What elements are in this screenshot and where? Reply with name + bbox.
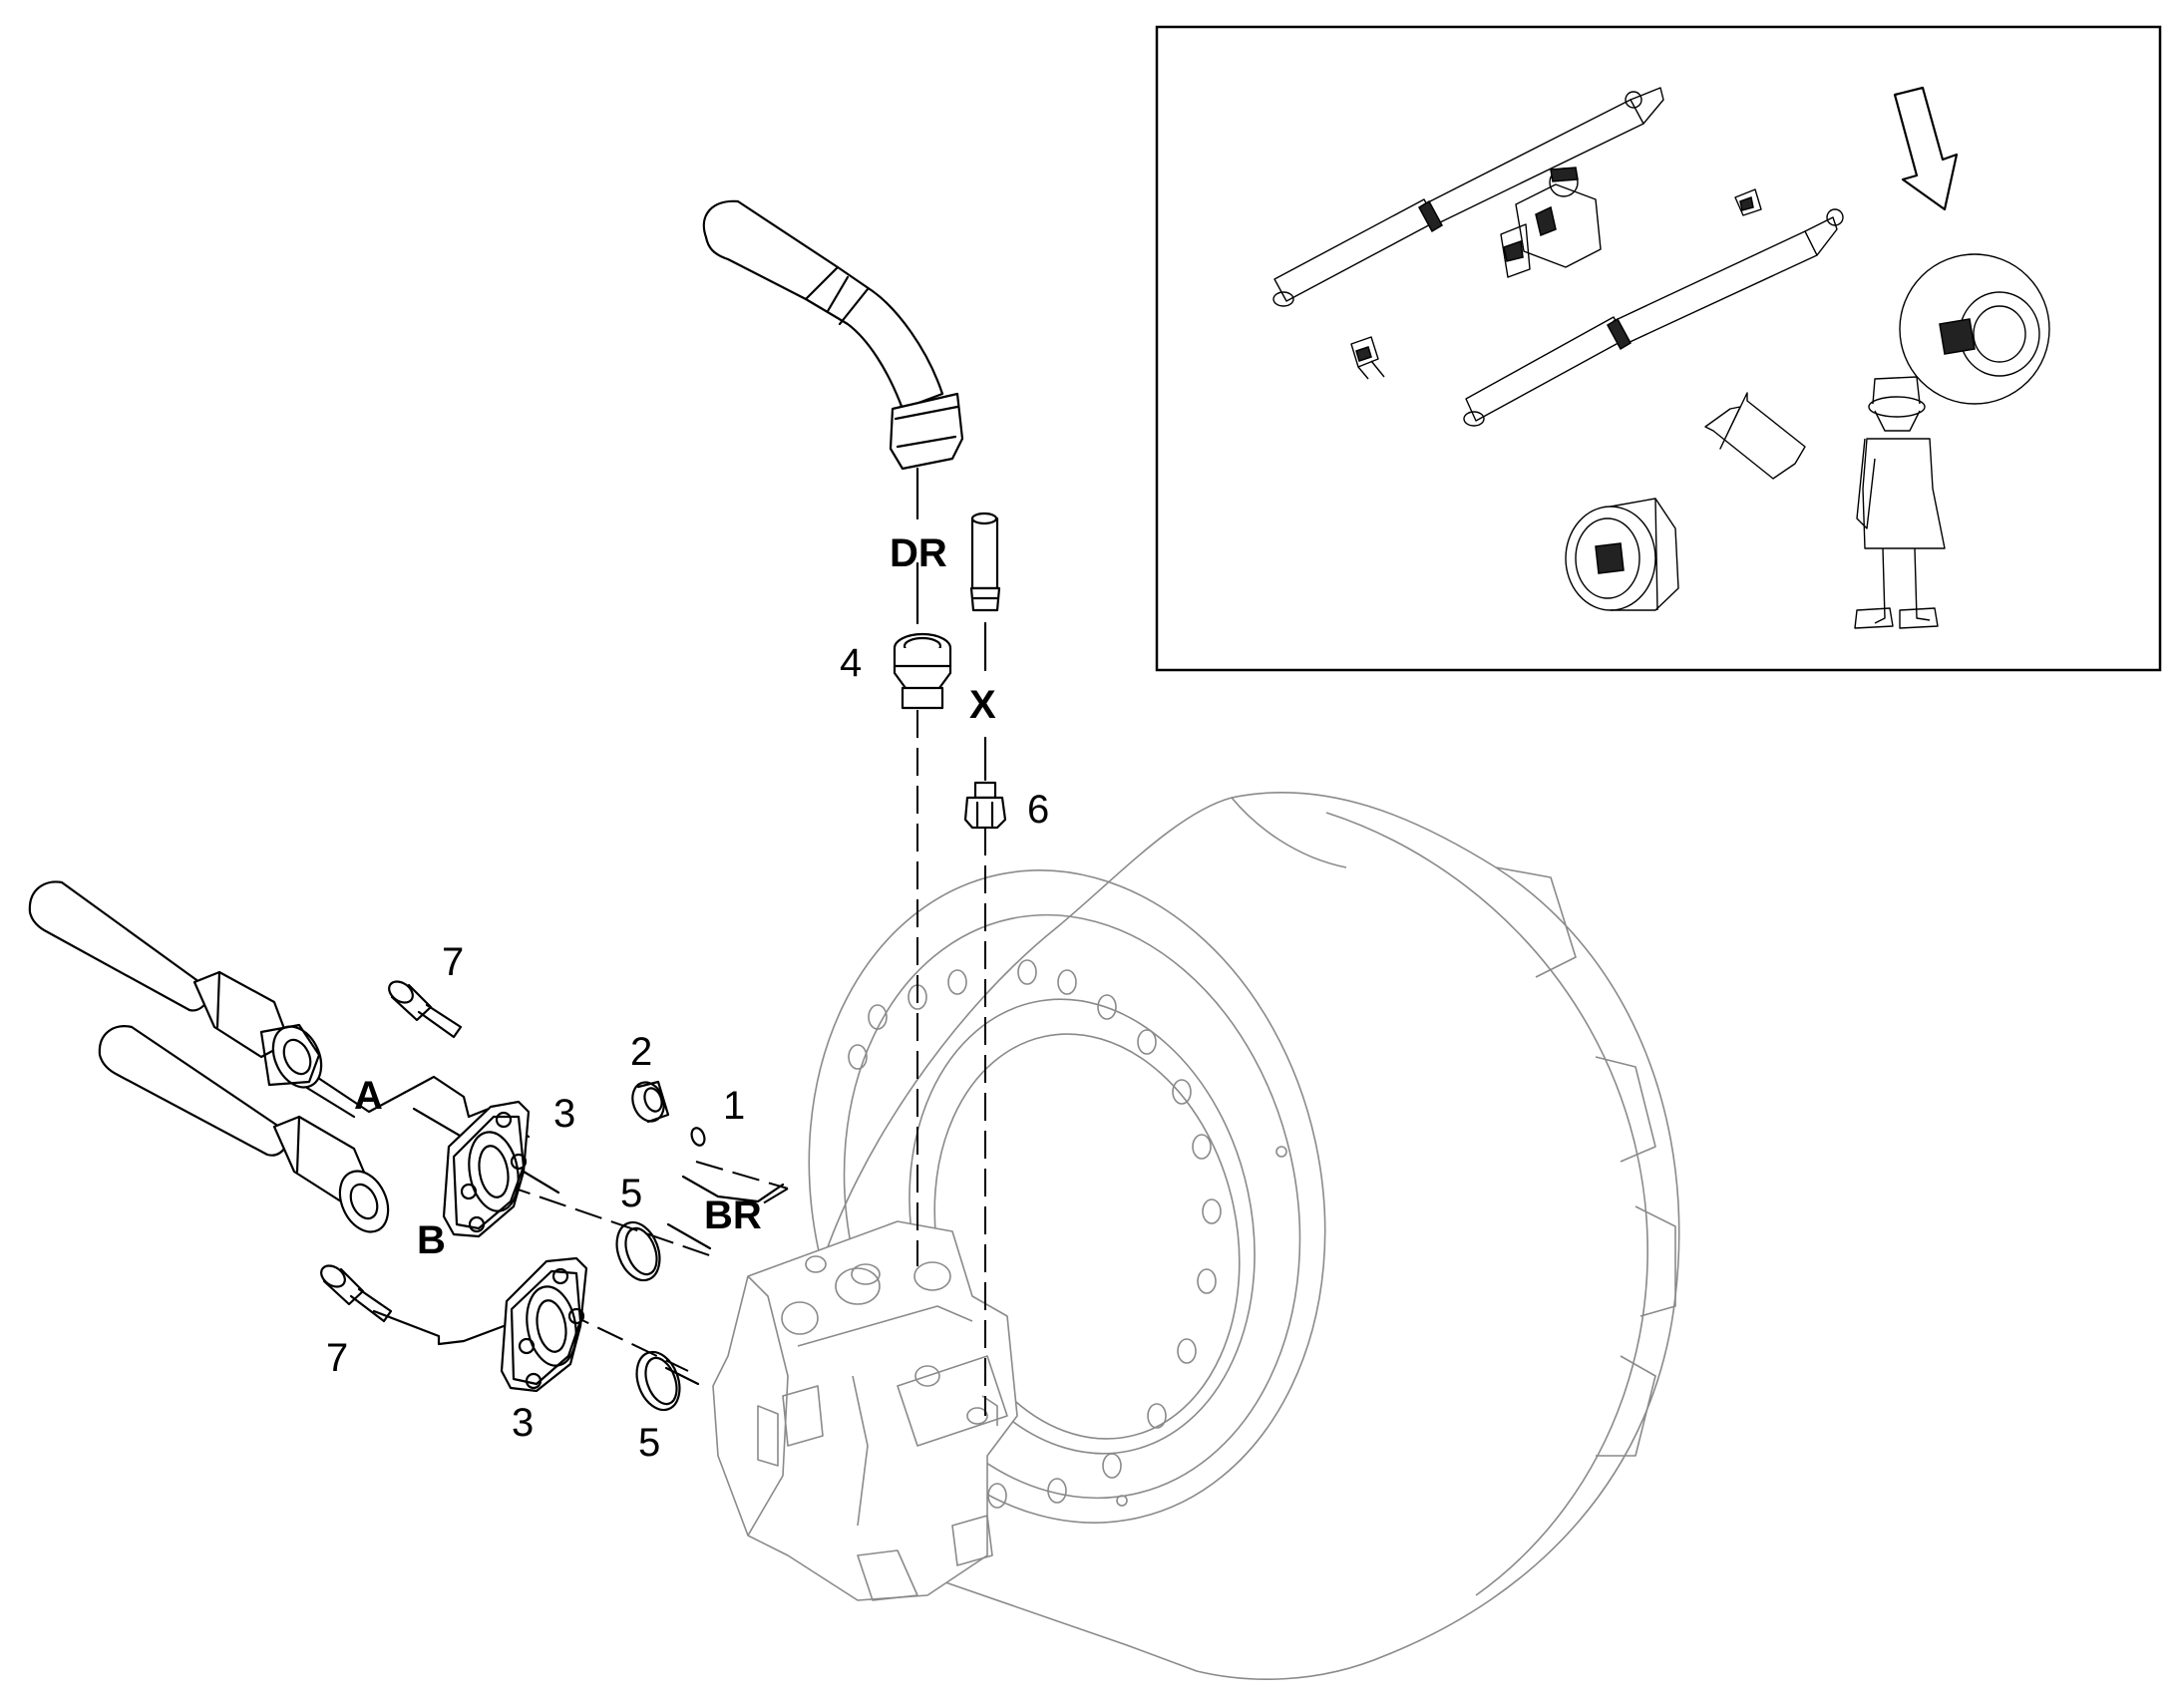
plug-x-fitting [969,512,1001,612]
part-7-bolt-lower [320,1264,393,1323]
inset-detail-circle [1899,253,2050,405]
callout-5-upper: 5 [620,1172,642,1215]
part-1-seal [690,1127,706,1147]
callout-3-upper: 3 [553,1092,575,1136]
inset-operator-figure [1854,376,1946,629]
callout-4: 4 [840,641,862,685]
callout-6: 6 [1027,788,1049,832]
callout-7-lower: 7 [326,1336,348,1380]
part-3-flange-a [442,1100,531,1238]
callout-2: 2 [630,1030,652,1074]
part-2-plug [631,1080,670,1124]
part-5-oring-lower [635,1350,681,1412]
part-7-bolt-upper [388,980,463,1039]
part-6-nipple [963,781,1007,830]
port-label-a: A [354,1074,383,1118]
locator-inset [1155,25,2162,672]
inset-cylinder-upper [1272,87,1664,307]
hydraulic-motor-valve-block [712,1220,1018,1601]
part-5-oring-upper [615,1220,661,1282]
inset-down-arrow [1893,86,1959,211]
port-label-x: X [969,683,996,727]
inset-direction-arrow [1704,392,1806,480]
callout-1: 1 [723,1084,745,1128]
inset-frame [1155,25,2162,672]
callout-5-lower: 5 [638,1421,660,1465]
dashline-b [562,1310,689,1372]
port-label-dr: DR [890,531,947,575]
inset-fittings [1350,188,1762,380]
hose-a [28,880,323,1089]
port-label-br: BR [704,1194,762,1237]
dashline-br [695,1161,789,1207]
callout-3-lower: 3 [512,1401,534,1445]
inset-valve-block [1500,167,1602,278]
dashline-a [503,1184,719,1259]
part-4-fitting [893,632,952,710]
final-drive-housing [796,791,1680,1680]
hose-dr [702,199,964,471]
port-label-b: B [417,1218,446,1262]
part-3-flange-b [500,1256,588,1393]
inset-drive-motor [1565,498,1679,611]
inset-cylinder-lower [1463,208,1844,427]
callout-7-upper: 7 [442,940,464,984]
hose-b [98,1025,390,1233]
